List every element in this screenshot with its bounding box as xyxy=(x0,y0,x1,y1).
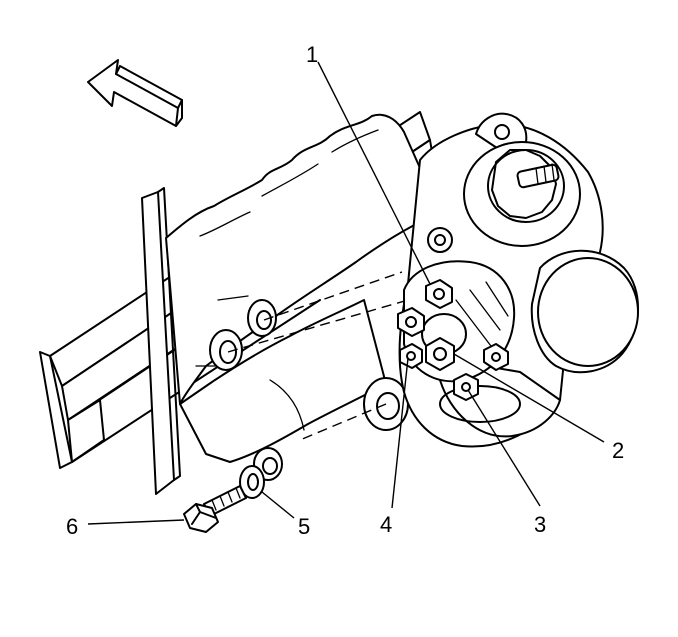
bolt-axis-lines xyxy=(227,271,409,441)
bolt-upper xyxy=(425,279,453,309)
callout-4: 4 xyxy=(380,512,392,537)
bracket-bushings xyxy=(209,299,409,481)
callout-leaders xyxy=(87,61,605,525)
washer xyxy=(239,465,265,499)
bolt-left xyxy=(397,307,425,337)
front-direction-arrow-icon xyxy=(87,59,183,127)
bolt-right xyxy=(483,343,509,371)
bushing-upper-left xyxy=(209,329,243,371)
gear-mounting-bolts xyxy=(397,279,509,401)
bolt-center xyxy=(425,337,455,371)
callout-6: 6 xyxy=(66,514,78,539)
steering-gear-housing xyxy=(398,112,640,448)
callout-labels: 1 2 3 4 5 6 xyxy=(66,42,624,539)
bolt-lower xyxy=(453,373,479,401)
callout-5: 5 xyxy=(298,514,310,539)
callout-2: 2 xyxy=(612,438,624,463)
callout-3: 3 xyxy=(534,512,546,537)
frame-bracket-plate xyxy=(141,187,181,495)
bolt-left-lower xyxy=(399,343,423,369)
bracket-bolt xyxy=(183,485,247,533)
callout-1: 1 xyxy=(306,42,318,67)
bushing-upper-right xyxy=(247,299,277,337)
